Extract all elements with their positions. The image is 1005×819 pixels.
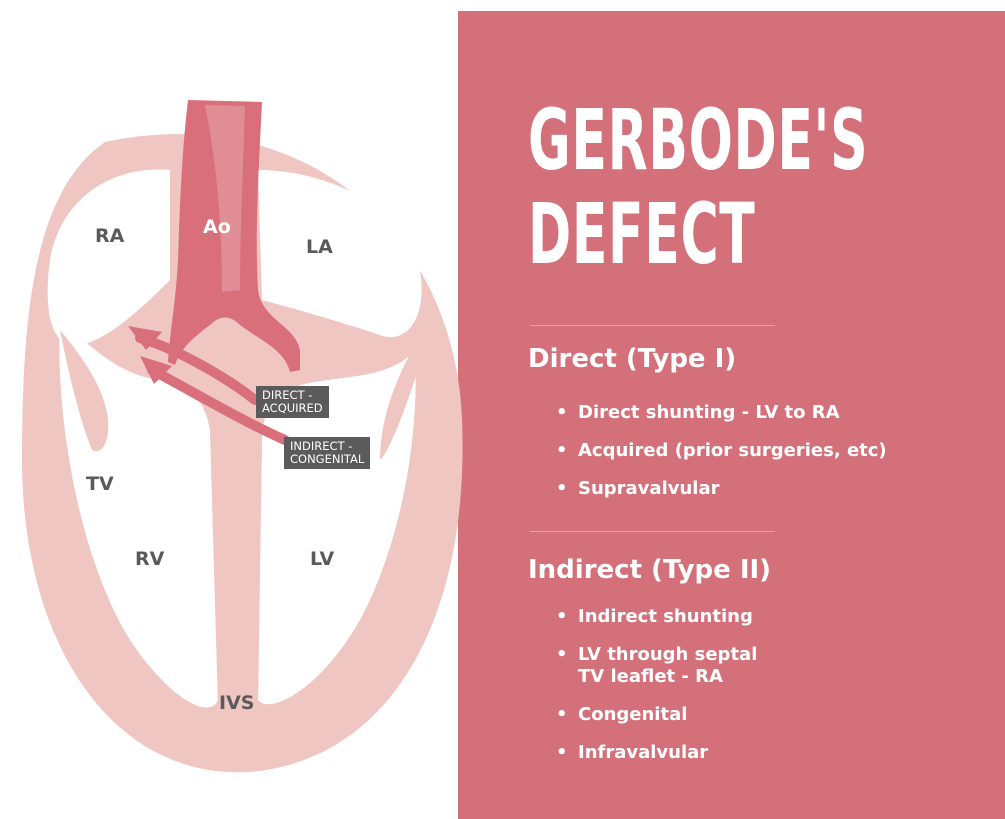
divider-1 bbox=[530, 325, 775, 326]
direct-list: Direct shunting - LV to RA Acquired (pri… bbox=[550, 402, 887, 516]
list-item: Acquired (prior surgeries, etc) bbox=[550, 440, 887, 462]
section-heading-indirect: Indirect (Type II) bbox=[528, 555, 771, 585]
list-item: Indirect shunting bbox=[550, 606, 757, 628]
label-lv: LV bbox=[310, 548, 334, 570]
list-item: Congenital bbox=[550, 704, 757, 726]
label-la: LA bbox=[306, 236, 333, 258]
label-rv: RV bbox=[135, 548, 164, 570]
list-item: LV through septal TV leaflet - RA bbox=[550, 644, 757, 688]
label-ivs: IVS bbox=[219, 692, 254, 714]
label-ra: RA bbox=[95, 225, 124, 247]
section-heading-direct: Direct (Type I) bbox=[528, 344, 736, 374]
title-line-1: GERBODE'S bbox=[528, 98, 868, 182]
indirect-list: Indirect shunting LV through septal TV l… bbox=[550, 606, 757, 780]
list-item: Infravalvular bbox=[550, 742, 757, 764]
list-item: Supravalvular bbox=[550, 478, 887, 500]
list-item: Direct shunting - LV to RA bbox=[550, 402, 887, 424]
divider-2 bbox=[530, 531, 775, 532]
label-tv: TV bbox=[86, 473, 114, 495]
label-ao: Ao bbox=[203, 216, 231, 238]
tag-indirect-congenital: INDIRECT - CONGENITAL bbox=[284, 437, 370, 469]
tag-direct-acquired: DIRECT - ACQUIRED bbox=[256, 386, 329, 418]
interventricular-septum bbox=[210, 404, 262, 732]
title-line-2: DEFECT bbox=[528, 192, 755, 276]
